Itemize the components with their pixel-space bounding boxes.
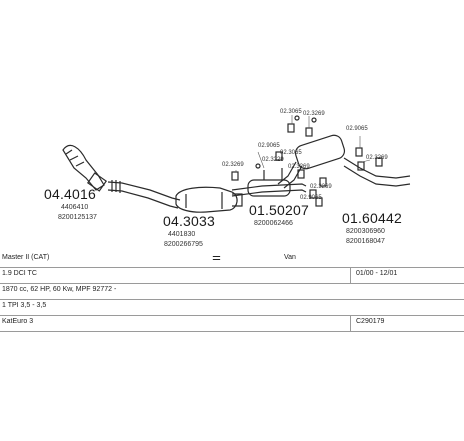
code-cell: C290179 [356, 318, 385, 325]
column-divider [350, 267, 351, 283]
specs-cell: 1870 cc, 62 HP, 60 Kw, MPF 92772 - [2, 286, 117, 293]
front-pipe-drawing [107, 180, 181, 209]
exhaust-system-diagram [62, 115, 411, 213]
part-number-cat2: 04.3033 [163, 213, 216, 229]
fitting-label: 02.3065 [280, 109, 302, 115]
leader-lines [235, 115, 371, 172]
fitting-label: 02.9065 [346, 126, 368, 132]
fitting-label: 02.9065 [300, 195, 322, 201]
column-divider [350, 315, 351, 331]
fitting-label: 02.3269 [366, 155, 388, 161]
type-cell: 1 TPI 3,5 - 3,5 [2, 302, 47, 309]
oe-cat1-b: 8200125137 [58, 214, 97, 221]
body-cell: Van [284, 254, 296, 261]
front-catalyst-drawing [62, 145, 108, 192]
model-cell: Master II (CAT) [2, 254, 50, 261]
table-row: 1.9 DCI TC 01/00 - 12/01 [0, 267, 464, 284]
oe-rear-a: 8200306960 [346, 228, 385, 235]
table-row: Master II (CAT) ⚌ Van [0, 251, 464, 268]
oe-cat1-a: 4406410 [61, 204, 89, 211]
van-icon: ⚌ [212, 252, 221, 263]
part-number-mid: 01.50207 [249, 202, 309, 218]
fitting-label: 02.3269 [222, 162, 244, 168]
table-row: 1 TPI 3,5 - 3,5 [0, 299, 464, 316]
part-number-cat1: 04.4016 [44, 186, 97, 202]
table-row: KatEuro 3 C290179 [0, 315, 464, 332]
dates-cell: 01/00 - 12/01 [356, 270, 398, 277]
table-row: 1870 cc, 62 HP, 60 Kw, MPF 92772 - [0, 283, 464, 300]
part-number-rear: 01.60442 [342, 210, 402, 226]
oe-cat2-a: 4401830 [168, 231, 196, 238]
oe-cat2-b: 8200266795 [164, 241, 203, 248]
oe-rear-b: 8200168047 [346, 238, 385, 245]
fitting-label: 02.3269 [310, 184, 332, 190]
engine-cell: 1.9 DCI TC [2, 270, 37, 277]
rear-silencer-drawing [277, 134, 411, 189]
fitting-glyphs [231, 115, 383, 207]
middle-silencer-drawing [231, 168, 307, 197]
oe-mid-a: 8200062466 [254, 220, 293, 227]
fitting-label: 02.3065 [280, 150, 302, 156]
fitting-label: 02.3269 [303, 111, 325, 117]
fitting-label: 02.9065 [258, 143, 280, 149]
fitting-label: 02.3229 [262, 157, 284, 163]
emission-cell: KatEuro 3 [2, 318, 34, 325]
second-catalyst-drawing [175, 186, 243, 213]
fitting-label: 02.3269 [288, 164, 310, 170]
